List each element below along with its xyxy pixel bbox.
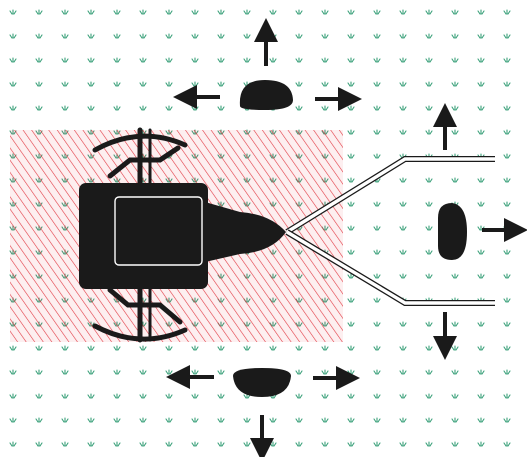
person-top xyxy=(173,18,362,111)
drawbar-icon xyxy=(285,156,495,306)
person-right xyxy=(433,103,527,360)
tractor-wheel-bottom xyxy=(92,282,188,343)
tractor-icon xyxy=(79,183,286,289)
person-bottom xyxy=(166,365,360,457)
person-top-view-icon xyxy=(438,203,467,260)
person-top-view-icon xyxy=(233,368,291,397)
person-top-view-icon xyxy=(239,80,293,110)
tractor-wheel-top xyxy=(92,127,188,189)
